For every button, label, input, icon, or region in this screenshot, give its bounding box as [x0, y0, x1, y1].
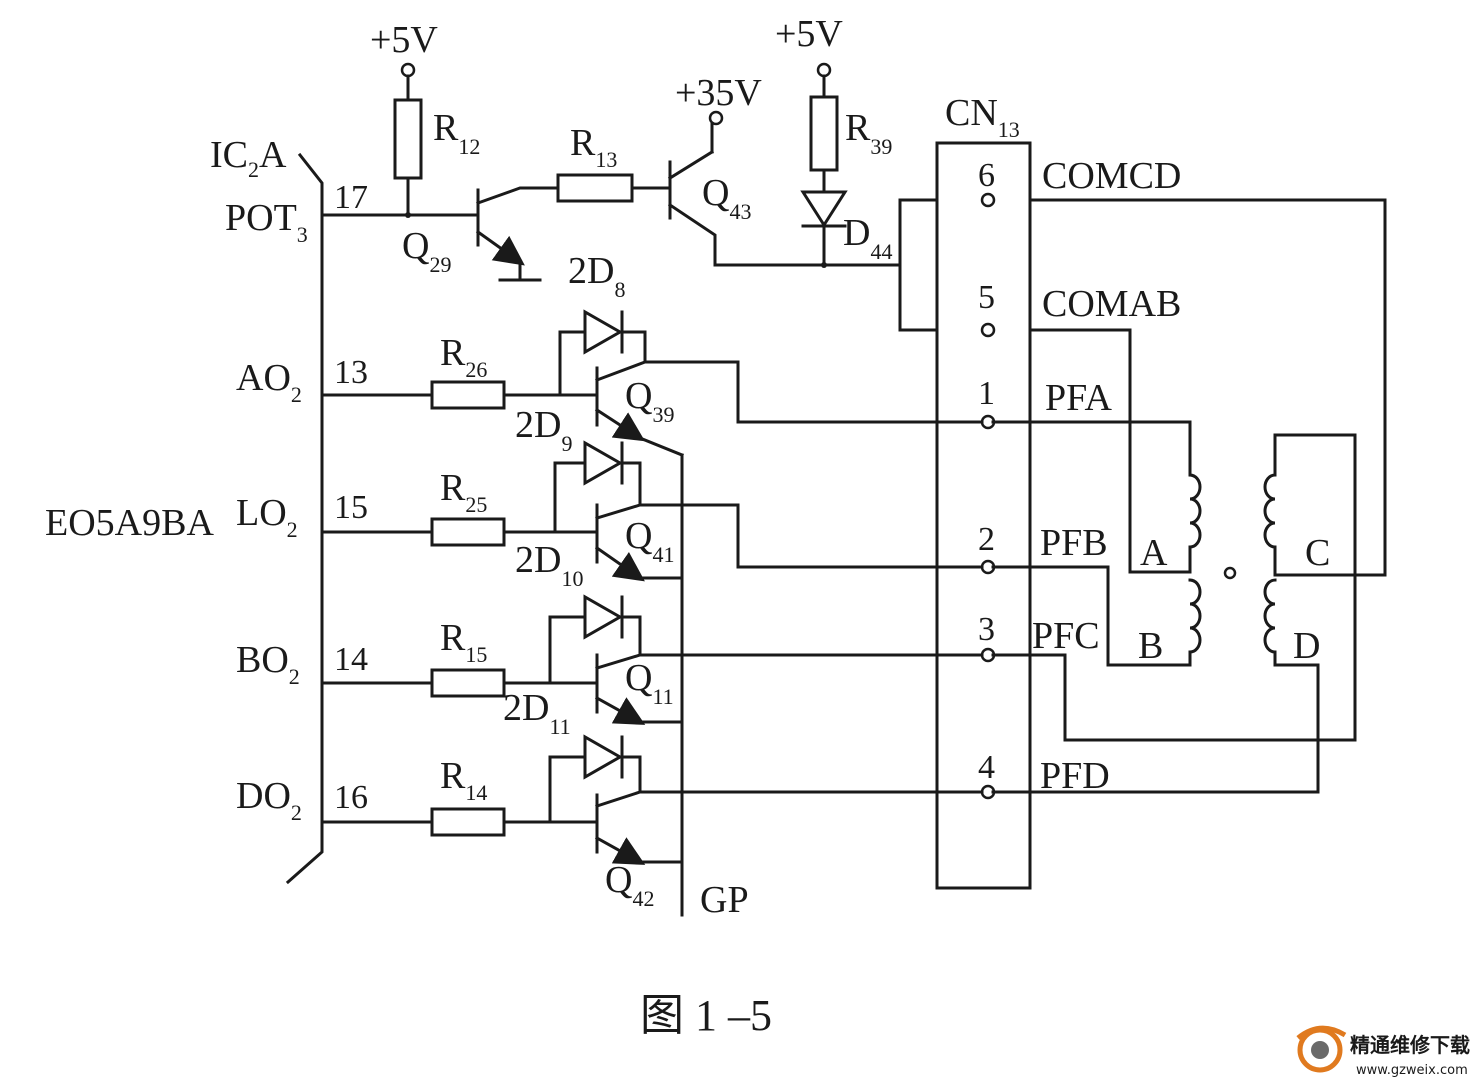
- pin2-num: 2: [978, 521, 995, 558]
- labels: +5V +5V +35V IC2A POT3 AO2 LO2 BO2 DO2 E…: [45, 13, 1330, 1040]
- ao2-label: AO2: [236, 357, 302, 407]
- q43-label: Q43: [702, 172, 751, 224]
- bo2-label: BO2: [236, 639, 300, 689]
- d44-label: D44: [843, 212, 892, 264]
- r13-label: R13: [570, 122, 617, 172]
- watermark-logo: 精通维修下载 www.gzweix.com: [1296, 1025, 1470, 1078]
- 2d9-diode: [583, 440, 624, 486]
- pin2-name: PFB: [1040, 522, 1108, 564]
- 2d8-label: 2D8: [568, 250, 625, 302]
- r13-resistor: [556, 173, 634, 203]
- r14-resistor: [430, 807, 506, 837]
- lo2-label: LO2: [236, 492, 298, 542]
- pin5-num: 5: [978, 279, 995, 316]
- ic-bus: [285, 152, 324, 885]
- pin-6: [980, 192, 996, 208]
- pin6-num: 6: [978, 157, 995, 194]
- r39-resistor: [809, 95, 839, 172]
- d44-diode: [800, 190, 848, 228]
- r39-label: R39: [845, 107, 892, 159]
- watermark-name: 精通维修下载: [1350, 1033, 1470, 1057]
- q29-label: Q29: [402, 225, 451, 277]
- 2d11-diode: [583, 734, 624, 780]
- v5-left-terminal: [400, 62, 416, 78]
- gp-label: GP: [700, 879, 749, 921]
- q39-label: Q39: [625, 375, 674, 427]
- r12-label: R12: [433, 107, 480, 159]
- v35-label: +35V: [675, 72, 762, 114]
- 2d10-label: 2D10: [515, 539, 583, 591]
- r14-label: R14: [440, 755, 487, 805]
- r25-label: R25: [440, 467, 487, 517]
- 2d8-diode: [583, 309, 624, 355]
- pin-5: [980, 322, 996, 338]
- ic2a-label: IC2A: [210, 134, 287, 182]
- do2-label: DO2: [236, 775, 302, 825]
- v35-terminal: [708, 110, 724, 126]
- pin4-num: 4: [978, 749, 995, 786]
- top-driver-section: [320, 62, 902, 282]
- pin5-name: COMAB: [1042, 283, 1181, 325]
- motor-windings: [991, 420, 1357, 794]
- figure-caption: 图 1 –5: [640, 991, 772, 1040]
- pin16-label: 16: [334, 779, 368, 816]
- r26-label: R26: [440, 332, 487, 382]
- r15-resistor: [430, 668, 506, 698]
- pin3-name: PFC: [1032, 615, 1100, 657]
- coil-d-label: D: [1293, 625, 1320, 667]
- v5-right-label: +5V: [775, 13, 843, 55]
- pin13-label: 13: [334, 354, 368, 391]
- cn13-connector: [935, 141, 1032, 890]
- r26-resistor: [430, 380, 506, 410]
- coil-a-label: A: [1140, 532, 1168, 574]
- pin15-label: 15: [334, 489, 368, 526]
- q42-label: Q42: [605, 859, 654, 911]
- q41-label: Q41: [625, 515, 674, 567]
- pin14-label: 14: [334, 641, 368, 678]
- pin4-name: PFD: [1040, 755, 1110, 797]
- pot3-label: POT3: [225, 197, 308, 247]
- pin6-name: COMCD: [1042, 155, 1181, 197]
- pin17-label: 17: [334, 179, 368, 216]
- pin3-num: 3: [978, 611, 995, 648]
- r25-resistor: [430, 517, 506, 547]
- driver-channels: [320, 309, 984, 917]
- q11-label: Q11: [625, 657, 674, 709]
- coil-b-label: B: [1138, 625, 1163, 667]
- pin1-num: 1: [978, 375, 995, 412]
- pin1-name: PFA: [1045, 377, 1112, 419]
- coil-c-label: C: [1305, 532, 1330, 574]
- 2d9-label: 2D9: [515, 404, 572, 456]
- v5-right-terminal: [816, 62, 832, 78]
- watermark-url: www.gzweix.com: [1356, 1063, 1468, 1078]
- 2d10-diode: [583, 594, 624, 640]
- chip-label: EO5A9BA: [45, 502, 214, 544]
- 2d11-label: 2D11: [503, 687, 571, 739]
- v5-left-label: +5V: [370, 19, 438, 61]
- r15-label: R15: [440, 617, 487, 667]
- r12-resistor: [393, 98, 423, 180]
- cn13-label: CN13: [945, 92, 1020, 142]
